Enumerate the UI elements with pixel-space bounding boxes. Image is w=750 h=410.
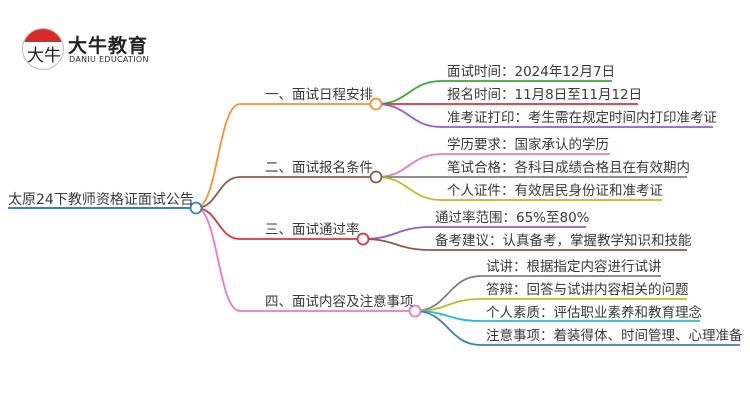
leaf-node[interactable]: 备考建议：认真备考，掌握教学知识和技能 [435, 233, 692, 249]
leaf-node[interactable]: 个人素质：评估职业素养和教育理念 [486, 305, 702, 321]
branch-node[interactable]: 二、面试报名条件 [265, 160, 373, 176]
leaf-connector [414, 310, 740, 346]
brand-logo: 大牛 大牛教育 DANIU EDUCATION [22, 28, 172, 70]
branch-connector [195, 207, 415, 312]
leaf-node[interactable]: 试讲：根据指定内容进行试讲 [486, 259, 662, 275]
leaf-connector [362, 238, 687, 251]
leaf-node[interactable]: 学历要求：国家承认的学历 [447, 137, 609, 153]
leaf-connector [414, 275, 661, 312]
branch-node[interactable]: 四、面试内容及注意事项 [265, 294, 414, 310]
leaf-node[interactable]: 注意事项：着装得体、时间管理、心理准备 [486, 328, 743, 344]
branch-collapse-toggle[interactable] [408, 304, 422, 318]
leaf-node[interactable]: 答辩：回答与试讲内容相关的问题 [486, 282, 689, 298]
logo-tagline: DANIU EDUCATION [69, 55, 149, 64]
root-collapse-toggle[interactable] [189, 201, 203, 215]
branch-collapse-toggle[interactable] [369, 170, 383, 184]
leaf-connector [375, 153, 610, 178]
leaf-node[interactable]: 报名时间：11月8日至11月12日 [447, 87, 643, 103]
leaf-node[interactable]: 个人证件：有效居民身份证和准考证 [447, 183, 663, 199]
logo-name: 大牛教育 [68, 35, 149, 57]
branch-collapse-toggle[interactable] [369, 97, 383, 111]
branch-connector [195, 176, 376, 209]
leaf-connector [375, 176, 662, 201]
leaf-node[interactable]: 准考证打印：考生需在规定时间内打印准考证 [447, 110, 717, 126]
branch-node[interactable]: 三、面试通过率 [265, 222, 360, 238]
branch-connector [195, 207, 363, 240]
leaf-connector [375, 80, 612, 105]
leaf-node[interactable]: 笔试合格：各科目成绩合格且在有效期内 [447, 160, 690, 176]
branch-collapse-toggle[interactable] [356, 232, 370, 246]
leaf-connector [375, 103, 713, 128]
branch-node[interactable]: 一、面试日程安排 [265, 87, 373, 103]
root-node[interactable]: 太原24下教师资格证面试公告 [8, 192, 194, 208]
logo-mark-text: 大牛 [27, 46, 61, 66]
leaf-node[interactable]: 面试时间：2024年12月7日 [447, 64, 616, 80]
logo-mark-icon: 大牛 [22, 28, 64, 70]
leaf-node[interactable]: 通过率范围：65%至80% [435, 210, 590, 226]
branch-connector [195, 103, 376, 209]
